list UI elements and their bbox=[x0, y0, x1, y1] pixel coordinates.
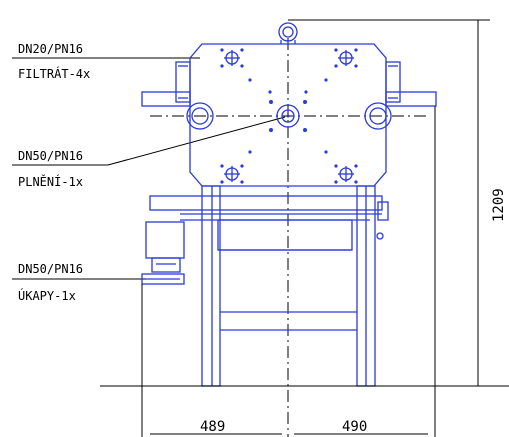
plate-bolts bbox=[220, 48, 358, 184]
drip-tray bbox=[217, 219, 353, 251]
left-leg bbox=[201, 185, 221, 387]
filling-port bbox=[276, 104, 300, 128]
lifting-eye-inner bbox=[282, 26, 294, 38]
width-dimension: 489 490 bbox=[150, 419, 428, 435]
lifting-eye bbox=[278, 22, 298, 42]
drip-callout: DN50/PN16 ÚKAPY-1x bbox=[12, 262, 155, 303]
filtrate-spec-label: DN20/PN16 bbox=[18, 42, 83, 56]
filtrate-port-top-left bbox=[224, 50, 240, 66]
frame-crossbar bbox=[149, 195, 383, 211]
height-dimension-value: 1209 bbox=[491, 188, 507, 222]
drive-motor bbox=[145, 221, 185, 259]
filtrate-name-label: FILTRÁT-4x bbox=[18, 66, 90, 81]
right-frame-stub bbox=[377, 201, 389, 221]
filter-press-machine bbox=[141, 22, 437, 387]
filtrate-port-bottom-right bbox=[338, 166, 354, 182]
left-bracket bbox=[175, 61, 191, 103]
drip-name-label: ÚKAPY-1x bbox=[18, 288, 76, 303]
height-dimension: 1209 bbox=[288, 19, 507, 387]
filtrate-callout: DN20/PN16 FILTRÁT-4x bbox=[12, 42, 200, 81]
filtrate-port-top-right bbox=[338, 50, 354, 66]
left-side-rail bbox=[141, 91, 191, 107]
filling-leader-line bbox=[12, 116, 286, 166]
right-side-rail bbox=[385, 91, 437, 107]
left-side-port bbox=[186, 102, 214, 130]
filling-spec-label: DN50/PN16 bbox=[18, 149, 83, 163]
filling-name-label: PLNĚNÍ-1x bbox=[18, 174, 83, 189]
left-width-value: 489 bbox=[200, 419, 225, 435]
drip-outlet-flange bbox=[141, 273, 185, 285]
filling-callout: DN50/PN16 PLNĚNÍ-1x bbox=[12, 116, 286, 189]
right-bracket bbox=[385, 61, 401, 103]
drip-spec-label: DN50/PN16 bbox=[18, 262, 83, 276]
right-width-value: 490 bbox=[342, 419, 367, 435]
drive-gearbox bbox=[151, 257, 181, 273]
right-side-port bbox=[364, 102, 392, 130]
filtrate-port-bottom-left bbox=[224, 166, 240, 182]
